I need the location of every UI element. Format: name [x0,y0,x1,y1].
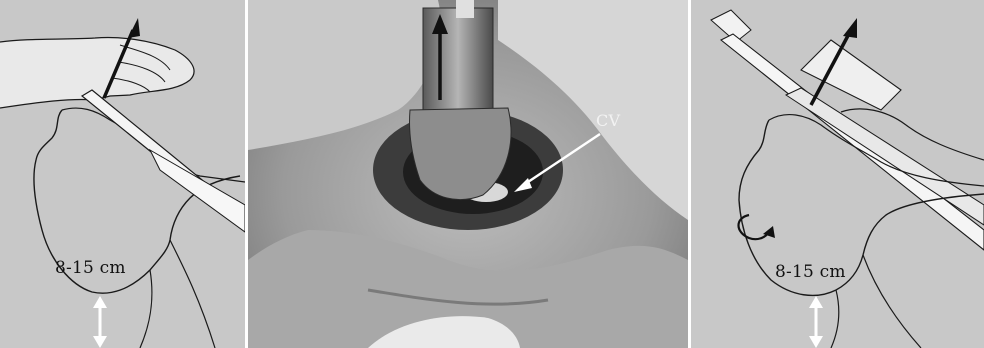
right-distance-label: 8-15 cm [775,262,846,282]
center-photo-panel: CV [248,0,688,348]
cv-pointer-label: CV [596,111,620,130]
left-sketch-panel: 8-15 cm [0,0,245,348]
left-sketch-illustration [0,0,245,348]
left-distance-label: 8-15 cm [55,258,126,278]
intubation-photo [248,0,688,348]
right-sketch-illustration [691,0,984,348]
right-sketch-panel: 8-15 cm [691,0,984,348]
